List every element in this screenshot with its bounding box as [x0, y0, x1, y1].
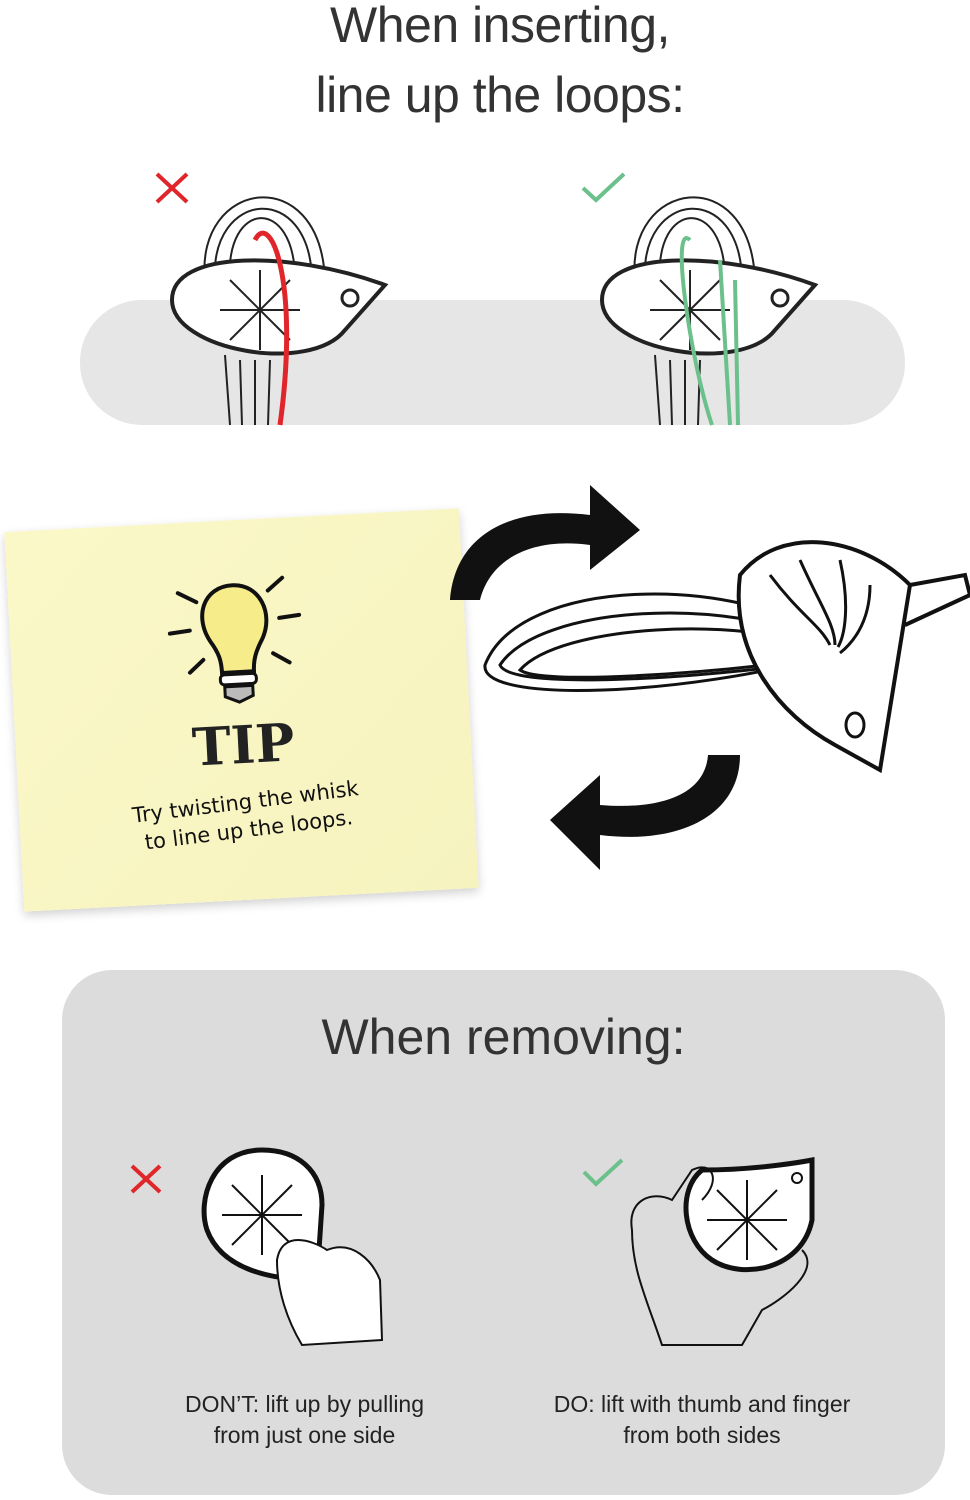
hand-pulling-one-side: [201, 1147, 384, 1347]
hand-lifting-both-sides: [630, 1156, 815, 1346]
check-icon: [581, 172, 626, 203]
dont-caption-line2: from just one side: [213, 1422, 396, 1448]
insert-illustrations: [155, 172, 819, 426]
lightbulb-icon: [167, 575, 302, 704]
removing-title: When removing:: [321, 1009, 686, 1065]
dont-caption-line1: DON’T: lift up by pulling: [184, 1391, 425, 1417]
cross-icon: [155, 172, 189, 204]
whisk-sideways: [483, 540, 970, 774]
dont-caption: DON’T: lift up by pulling from just one …: [122, 1389, 487, 1451]
whisk-wrong: [169, 196, 389, 426]
do-caption: DO: lift with thumb and finger from both…: [502, 1389, 902, 1451]
do-caption-line1: DO: lift with thumb and finger: [553, 1391, 851, 1417]
twist-illustration: [450, 485, 970, 870]
insert-title-line2: line up the loops:: [315, 67, 685, 123]
insert-title-line1: When inserting,: [330, 0, 670, 53]
cross-icon: [130, 1164, 162, 1194]
removing-panel: When removing: DON’T: lift up by pulling…: [62, 970, 945, 1495]
whisk-right: [599, 196, 819, 426]
rotate-arrows-icon: [450, 485, 740, 870]
do-caption-line2: from both sides: [623, 1422, 781, 1448]
removing-illustrations: [130, 1147, 815, 1347]
tip-sticky-note: TIP Try twisting the whisk to line up th…: [4, 508, 479, 912]
check-icon: [582, 1158, 624, 1187]
